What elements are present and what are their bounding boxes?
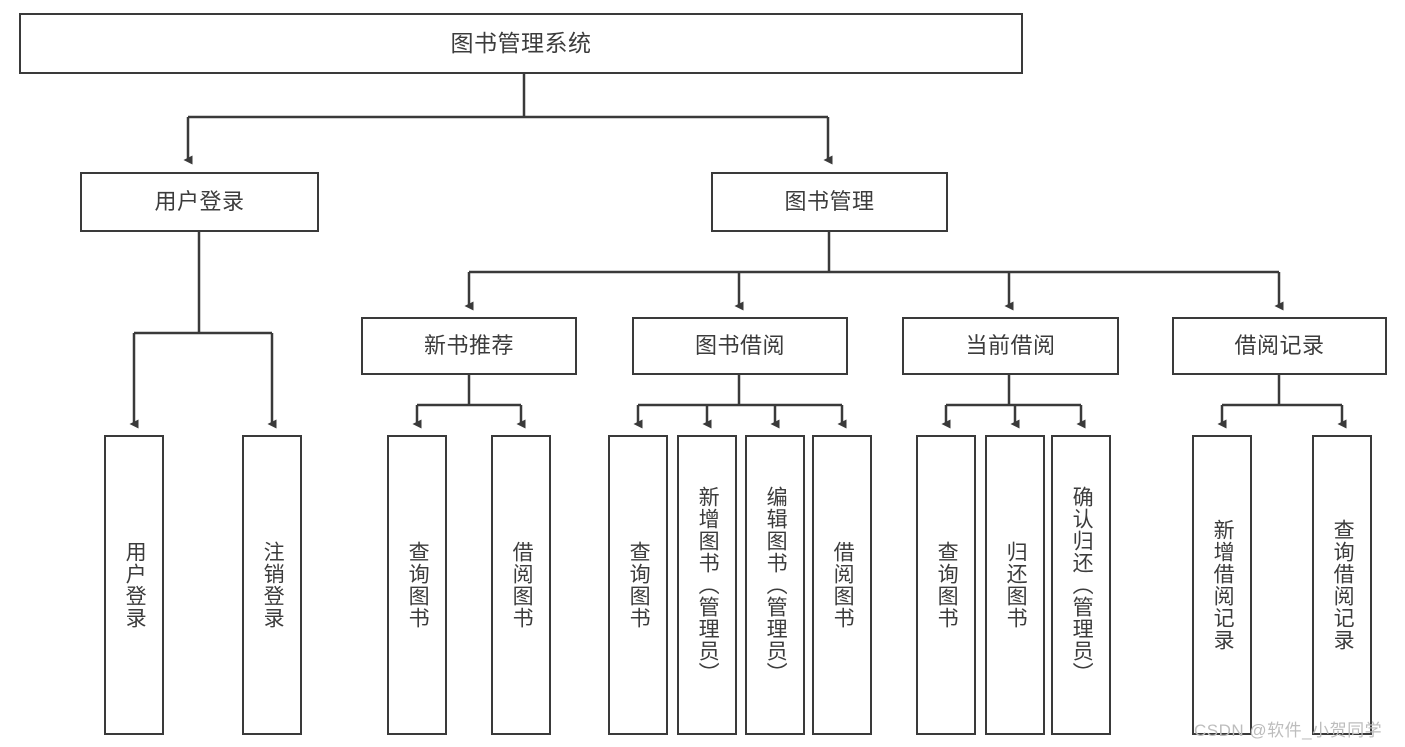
leaf-label: 编辑图书（管理员） xyxy=(764,486,788,684)
leaf-label: 新增借阅记录 xyxy=(1211,519,1235,651)
leaf-label: 借阅图书 xyxy=(510,541,534,629)
leaf-new-book-recommend-0[interactable]: 查询图书 xyxy=(387,435,447,735)
leaf-book-borrow-2[interactable]: 编辑图书（管理员） xyxy=(745,435,805,735)
node-new-book-recommend[interactable]: 新书推荐 xyxy=(361,317,577,375)
csdn-watermark: CSDN @软件_小贺同学 xyxy=(1194,721,1383,740)
leaf-current-borrow-0[interactable]: 查询图书 xyxy=(916,435,976,735)
leaf-book-borrow-3[interactable]: 借阅图书 xyxy=(812,435,872,735)
leaf-borrow-record-0[interactable]: 新增借阅记录 xyxy=(1192,435,1252,735)
leaf-label: 查询图书 xyxy=(406,541,430,629)
node-root-system[interactable]: 图书管理系统 xyxy=(19,13,1023,74)
leaf-user-login-1[interactable]: 注销登录 xyxy=(242,435,302,735)
leaf-borrow-record-1[interactable]: 查询借阅记录 xyxy=(1312,435,1372,735)
node-borrow-record[interactable]: 借阅记录 xyxy=(1172,317,1387,375)
node-user-login[interactable]: 用户登录 xyxy=(80,172,319,232)
leaf-label: 确认归还（管理员） xyxy=(1070,486,1094,684)
leaf-user-login-0[interactable]: 用户登录 xyxy=(104,435,164,735)
node-book-borrow[interactable]: 图书借阅 xyxy=(632,317,848,375)
leaf-label: 归还图书 xyxy=(1004,541,1028,629)
leaf-label: 查询图书 xyxy=(935,541,959,629)
leaf-label: 借阅图书 xyxy=(831,541,855,629)
node-current-borrow[interactable]: 当前借阅 xyxy=(902,317,1119,375)
leaf-book-borrow-0[interactable]: 查询图书 xyxy=(608,435,668,735)
leaf-label: 新增图书（管理员） xyxy=(696,486,720,684)
leaf-book-borrow-1[interactable]: 新增图书（管理员） xyxy=(677,435,737,735)
node-book-management[interactable]: 图书管理 xyxy=(711,172,948,232)
leaf-label: 用户登录 xyxy=(123,541,147,629)
leaf-new-book-recommend-1[interactable]: 借阅图书 xyxy=(491,435,551,735)
leaf-label: 查询借阅记录 xyxy=(1331,519,1355,651)
leaf-current-borrow-2[interactable]: 确认归还（管理员） xyxy=(1051,435,1111,735)
leaf-current-borrow-1[interactable]: 归还图书 xyxy=(985,435,1045,735)
leaf-label: 注销登录 xyxy=(261,541,285,629)
leaf-label: 查询图书 xyxy=(627,541,651,629)
